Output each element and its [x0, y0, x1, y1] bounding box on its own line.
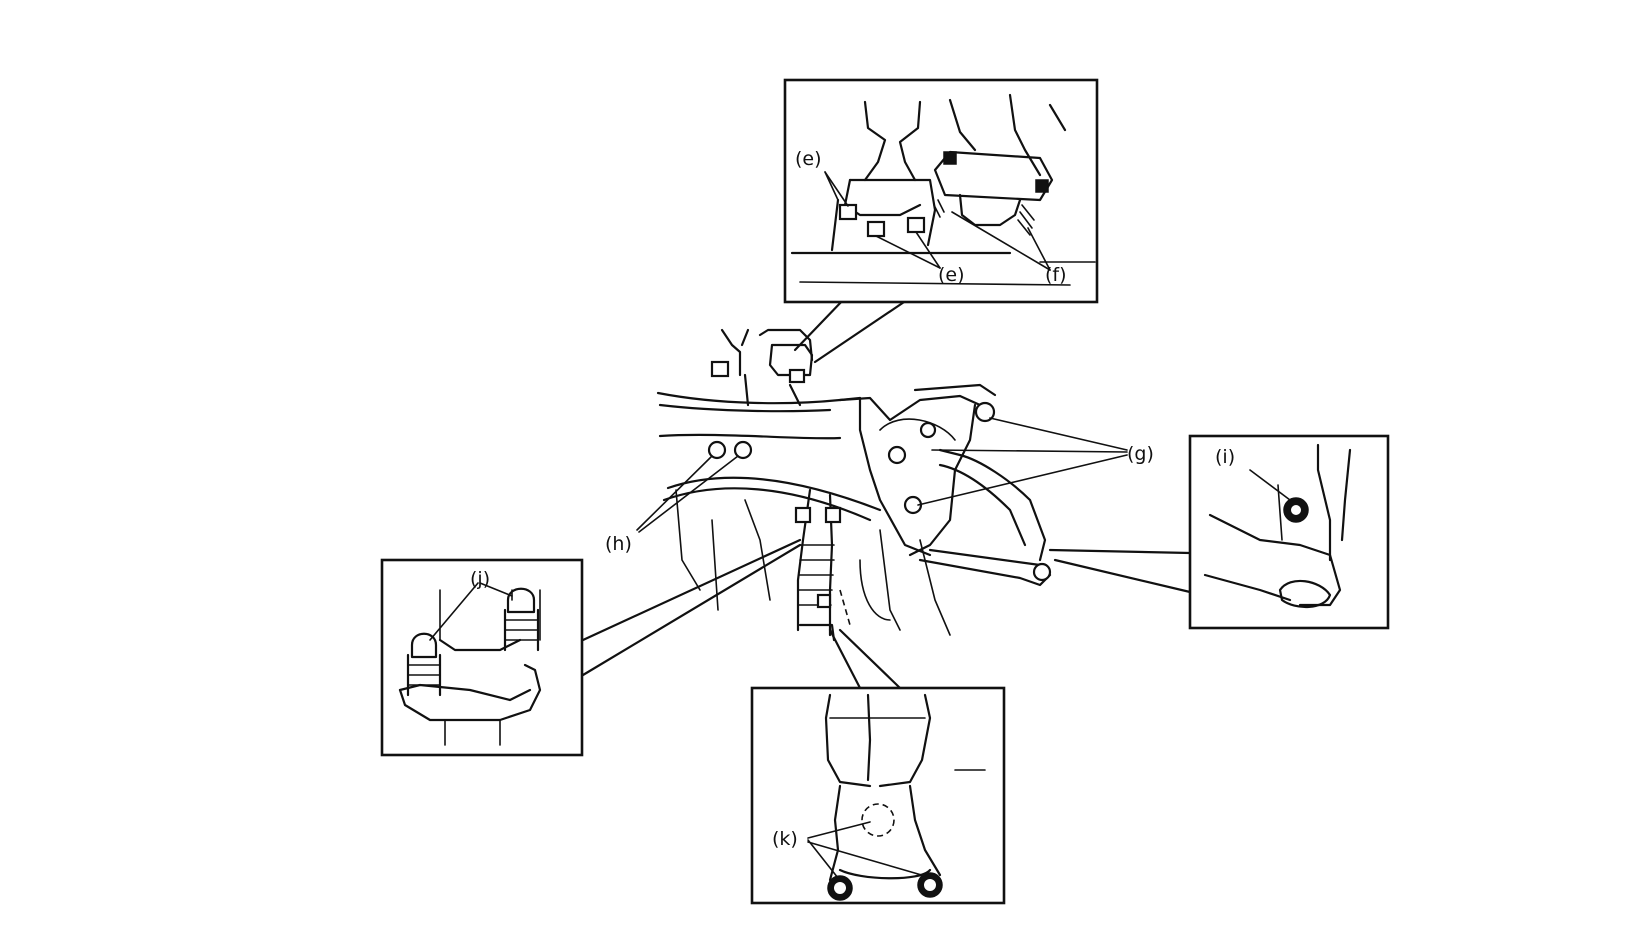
bolt-shape — [707, 440, 727, 460]
bolt-shape — [816, 593, 832, 609]
bolt-shape — [824, 506, 842, 524]
bolt-shape — [733, 440, 753, 460]
detail-box-left: (j) — [380, 558, 584, 757]
bolt-shape — [1035, 179, 1049, 193]
bolt-shape — [906, 216, 926, 234]
label-e-bottom: (e) — [938, 264, 965, 286]
callout-leaders — [581, 296, 1192, 690]
label-g: (g) — [1127, 443, 1154, 465]
bolt-shape — [943, 151, 957, 165]
label-j: (j) — [470, 568, 490, 590]
detail-box-bottom: (k) — [750, 686, 1006, 905]
label-h: (h) — [605, 533, 632, 555]
bolt-shape — [866, 220, 886, 238]
bolt-shape — [794, 506, 812, 524]
bolt-shape — [838, 203, 858, 221]
bolt-shape — [887, 445, 907, 465]
nut-shape — [410, 632, 438, 659]
bolt-shape — [974, 401, 996, 423]
label-f: (f) — [1045, 264, 1067, 286]
detail-box-right: (i) — [1188, 434, 1390, 630]
main-assembly — [656, 328, 1052, 642]
label-i: (i) — [1215, 446, 1235, 468]
bolt-shape — [710, 360, 730, 378]
detail-box-top: (e) (e) (f) — [783, 78, 1099, 304]
bolt-shape — [919, 421, 937, 439]
label-k: (k) — [772, 828, 798, 850]
label-e-top: (e) — [795, 148, 822, 170]
bolt-shape — [788, 368, 806, 384]
bolt-shape — [1032, 562, 1052, 582]
